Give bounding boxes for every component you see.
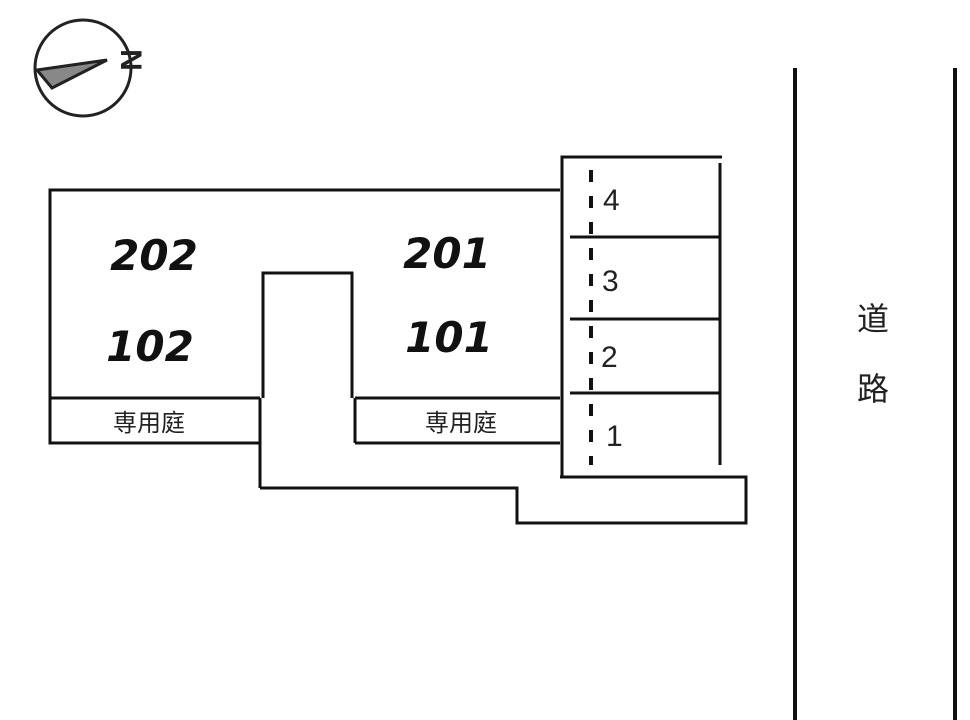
road-label-char-1: 道 — [857, 300, 889, 338]
north-arrow-icon: N — [33, 18, 147, 118]
unit-label-201: 201 — [403, 229, 491, 278]
parking-slot-2: 2 — [601, 341, 618, 374]
compass-pointer — [34, 58, 108, 90]
building — [48, 188, 560, 488]
garden-label-left: 専用庭 — [113, 409, 185, 437]
parking-area — [560, 155, 722, 477]
parking-slot-3: 3 — [602, 265, 619, 298]
building-outline — [48, 188, 560, 445]
unit-label-102: 102 — [106, 322, 194, 371]
parking-outline — [560, 155, 722, 477]
parking-slot-4: 4 — [603, 184, 620, 217]
road-label-char-2: 路 — [857, 370, 889, 408]
entrance-notch — [261, 271, 354, 398]
unit-label-202: 202 — [110, 231, 198, 280]
compass-letter: N — [114, 49, 147, 71]
garden-label-right: 専用庭 — [425, 409, 497, 437]
compass-ring — [33, 18, 133, 118]
parking-slot-1: 1 — [606, 420, 623, 453]
walkway-outline — [260, 475, 748, 525]
unit-label-101: 101 — [405, 313, 493, 362]
